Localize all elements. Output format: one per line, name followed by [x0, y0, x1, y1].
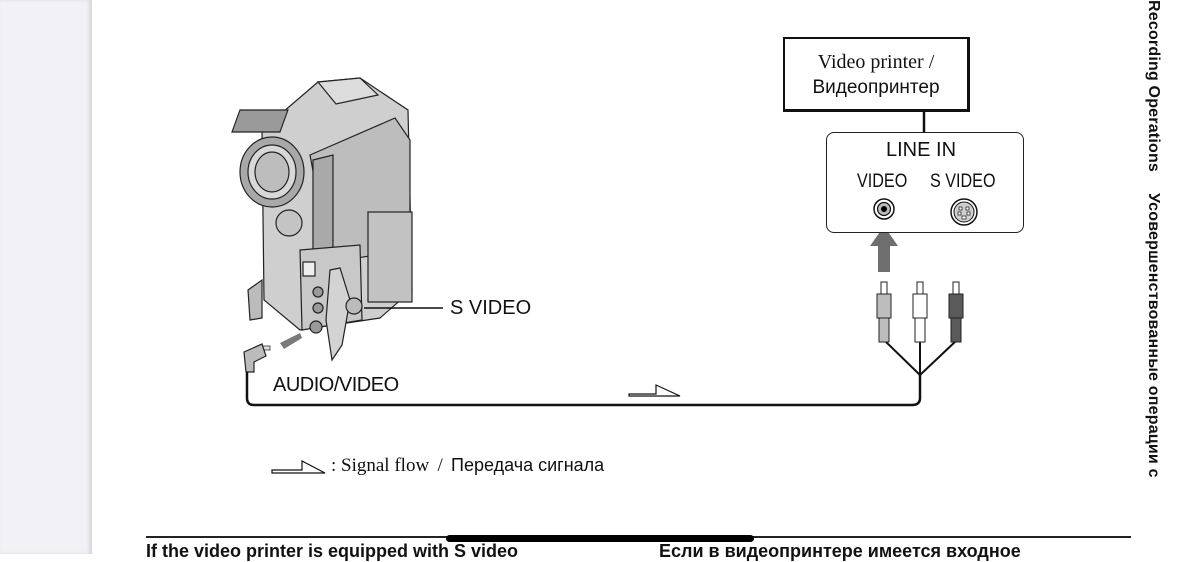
signal-flow-arrow-icon [628, 384, 681, 397]
rca-plug-grey-icon [876, 281, 892, 343]
printer-label-ru: Видеопринтер [812, 77, 940, 98]
rca-plug-dark-icon [948, 281, 964, 343]
audio-video-label: AUDIO/VIDEO [273, 374, 399, 396]
rca-plug-white-icon [912, 281, 928, 343]
video-jack-icon [873, 198, 895, 220]
legend-separator: / [437, 455, 443, 476]
connect-arrow-icon [870, 226, 898, 272]
legend-arrow-icon [271, 460, 326, 474]
viewer-left-gutter [0, 0, 92, 554]
jack-video-label: VIDEO [857, 171, 908, 192]
s-video-label: S VIDEO [450, 297, 532, 319]
legend-signal-flow-en: : Signal flow [331, 455, 430, 476]
line-in-panel: LINE IN VIDEO S VIDEO [826, 132, 1024, 233]
side-tab-en: Recording Operations [1145, 0, 1162, 173]
section-heading-ru: Если в видеопринтере имеется входное [659, 541, 1021, 561]
camcorder-illustration [231, 77, 413, 362]
legend: : Signal flow / Передача сигнала [331, 455, 604, 477]
scroll-indicator[interactable] [446, 535, 754, 542]
svideo-jack-icon [950, 198, 978, 226]
video-printer-box: Video printer / Видеопринтер [783, 37, 970, 112]
printer-label-en: Video printer / [817, 51, 935, 73]
av-plug-icon [243, 333, 302, 373]
section-side-tab: Recording Operations Усовершенствованные… [1142, 0, 1162, 554]
section-heading-en: If the video printer is equipped with S … [146, 541, 519, 561]
av-cable [245, 372, 922, 407]
side-tab-ru: Усовершенствованные операции с [1145, 192, 1162, 478]
jack-svideo-label: S VIDEO [930, 171, 996, 192]
legend-signal-flow-ru: Передача сигнала [451, 455, 605, 475]
line-in-title: LINE IN [886, 139, 957, 161]
